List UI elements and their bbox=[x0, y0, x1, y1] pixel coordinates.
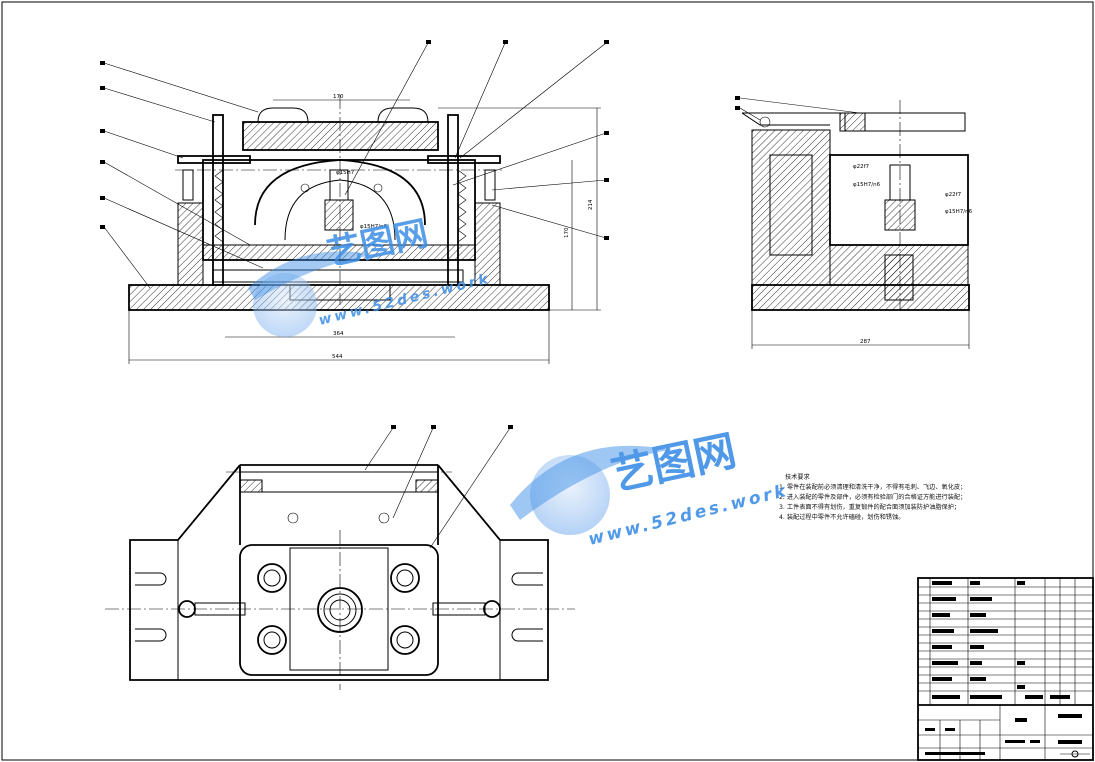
side-view: φ22f7 φ15H7/n6 φ22f7 φ15H7/n6 287 bbox=[735, 96, 973, 349]
front-view: φ15H7 φ15H7/n6 170 544 364 214 170 bbox=[100, 40, 609, 364]
technical-notes: 技术要求 1. 零件在装配前必须清理和清洗干净，不得有毛刺、飞边、氧化皮； 2.… bbox=[779, 473, 966, 521]
watermark-1: 艺图网 www.52des.work bbox=[248, 213, 492, 337]
side-annotation-3: φ22f7 bbox=[945, 192, 962, 198]
note-line-1: 1. 零件在装配前必须清理和清洗干净，不得有毛刺、飞边、氧化皮； bbox=[779, 483, 966, 491]
watermark-brand-2: 艺图网 bbox=[607, 426, 740, 500]
title-block bbox=[917, 577, 1094, 761]
notes-title: 技术要求 bbox=[785, 473, 810, 481]
top-view bbox=[105, 425, 575, 690]
note-line-3: 3. 工件表面不得有划伤，重复锻件的配合面须加装防护油脂保护； bbox=[779, 503, 960, 511]
dim-height-total: 214 bbox=[588, 199, 594, 210]
side-annotation-4: φ15H7/n6 bbox=[945, 209, 973, 215]
dim-height-inner: 170 bbox=[564, 227, 570, 238]
side-annotation-1: φ22f7 bbox=[853, 164, 870, 170]
note-line-2: 2. 进入装配的零件及部件，必须有检验部门的合格证方能进行装配； bbox=[779, 493, 966, 501]
dim-base-width: 544 bbox=[332, 354, 343, 360]
dim-inner-width: 364 bbox=[333, 331, 344, 337]
note-line-4: 4. 装配过程中零件不允许磕碰，划伤和锈蚀。 bbox=[779, 513, 904, 521]
fit-label-1: φ15H7 bbox=[336, 170, 355, 176]
side-annotation-2: φ15H7/n6 bbox=[853, 182, 881, 188]
dim-side-width: 287 bbox=[860, 339, 871, 345]
fit-label-2: φ15H7/n6 bbox=[360, 224, 388, 230]
dim-top-width: 170 bbox=[333, 94, 344, 100]
watermark-2: 艺图网 www.52des.work bbox=[510, 426, 791, 550]
